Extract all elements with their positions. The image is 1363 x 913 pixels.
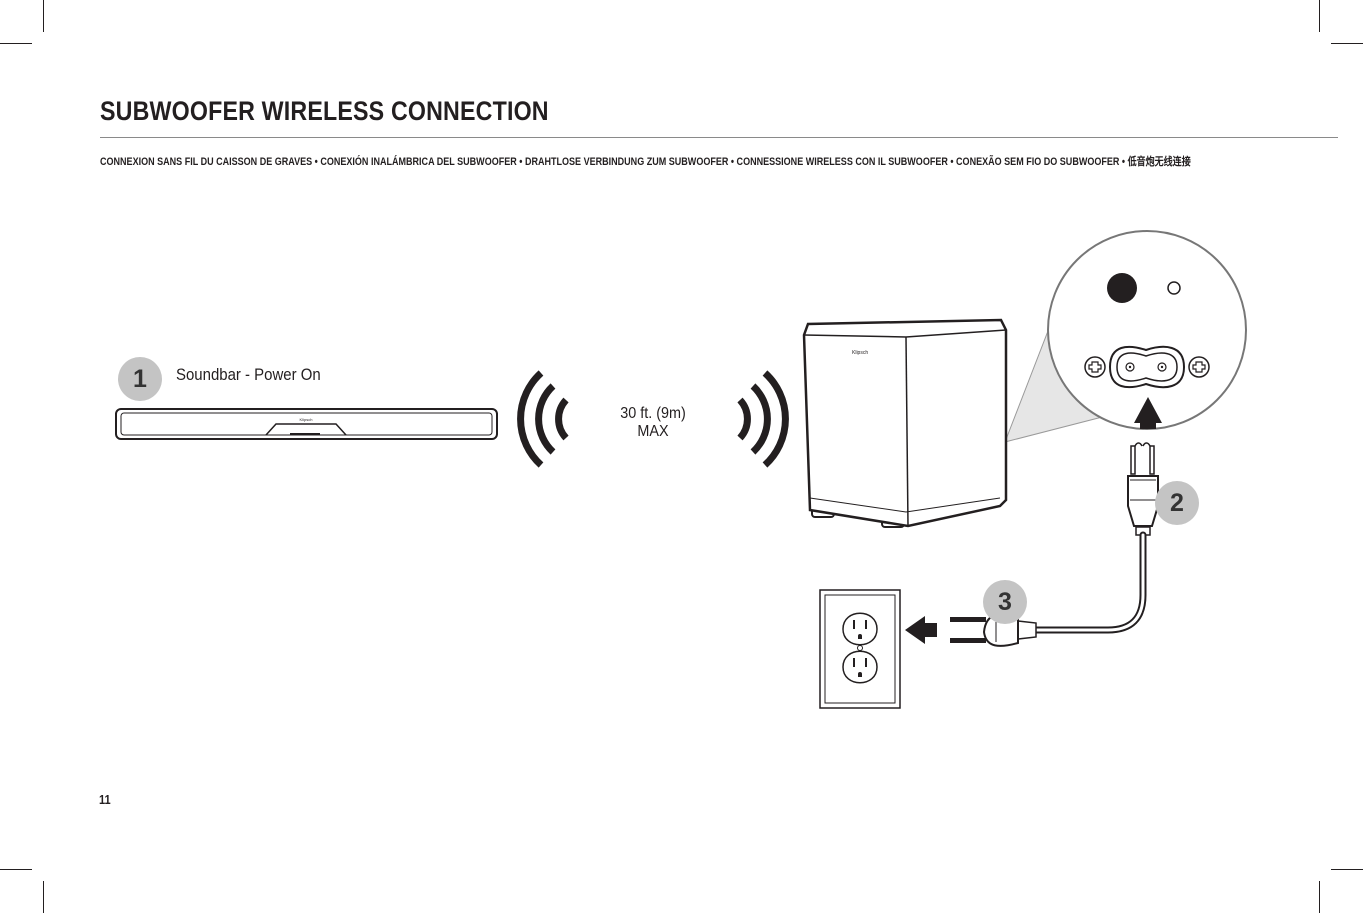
page-number: 11 bbox=[99, 792, 111, 807]
page-subtitle: CONNEXION SANS FIL DU CAISSON DE GRAVES … bbox=[100, 156, 1191, 168]
soundbar-logo: Klipsch bbox=[300, 417, 313, 422]
wireless-signal-icon bbox=[517, 370, 569, 468]
arrow-up-icon bbox=[1134, 397, 1162, 429]
crop-mark bbox=[1331, 43, 1363, 44]
subwoofer-icon bbox=[802, 318, 1008, 528]
crop-mark bbox=[43, 0, 44, 32]
page-title: SUBWOOFER WIRELESS CONNECTION bbox=[100, 96, 549, 126]
power-inlet-icon bbox=[1047, 230, 1247, 430]
wall-outlet-icon bbox=[819, 589, 901, 709]
step-badge-2: 2 bbox=[1155, 481, 1199, 525]
wireless-signal-icon bbox=[737, 370, 789, 468]
arrow-left-icon bbox=[905, 616, 937, 644]
distance-value: 30 ft. (9m) bbox=[620, 405, 686, 422]
subwoofer-logo: Klipsch bbox=[852, 350, 868, 356]
crop-mark bbox=[0, 43, 32, 44]
step-badge-1: 1 bbox=[118, 357, 162, 401]
crop-mark bbox=[1331, 869, 1363, 870]
crop-mark bbox=[1319, 0, 1320, 32]
plug-prongs bbox=[950, 617, 986, 643]
step-1-label: Soundbar - Power On bbox=[176, 365, 321, 384]
power-cord-icon bbox=[982, 442, 1159, 647]
distance-label: 30 ft. (9m) MAX bbox=[604, 405, 703, 441]
soundbar-icon bbox=[115, 408, 498, 440]
crop-mark bbox=[1319, 881, 1320, 913]
step-badge-3: 3 bbox=[983, 580, 1027, 624]
distance-max: MAX bbox=[637, 423, 669, 440]
title-divider bbox=[100, 137, 1338, 138]
crop-mark bbox=[0, 869, 32, 870]
crop-mark bbox=[43, 881, 44, 913]
